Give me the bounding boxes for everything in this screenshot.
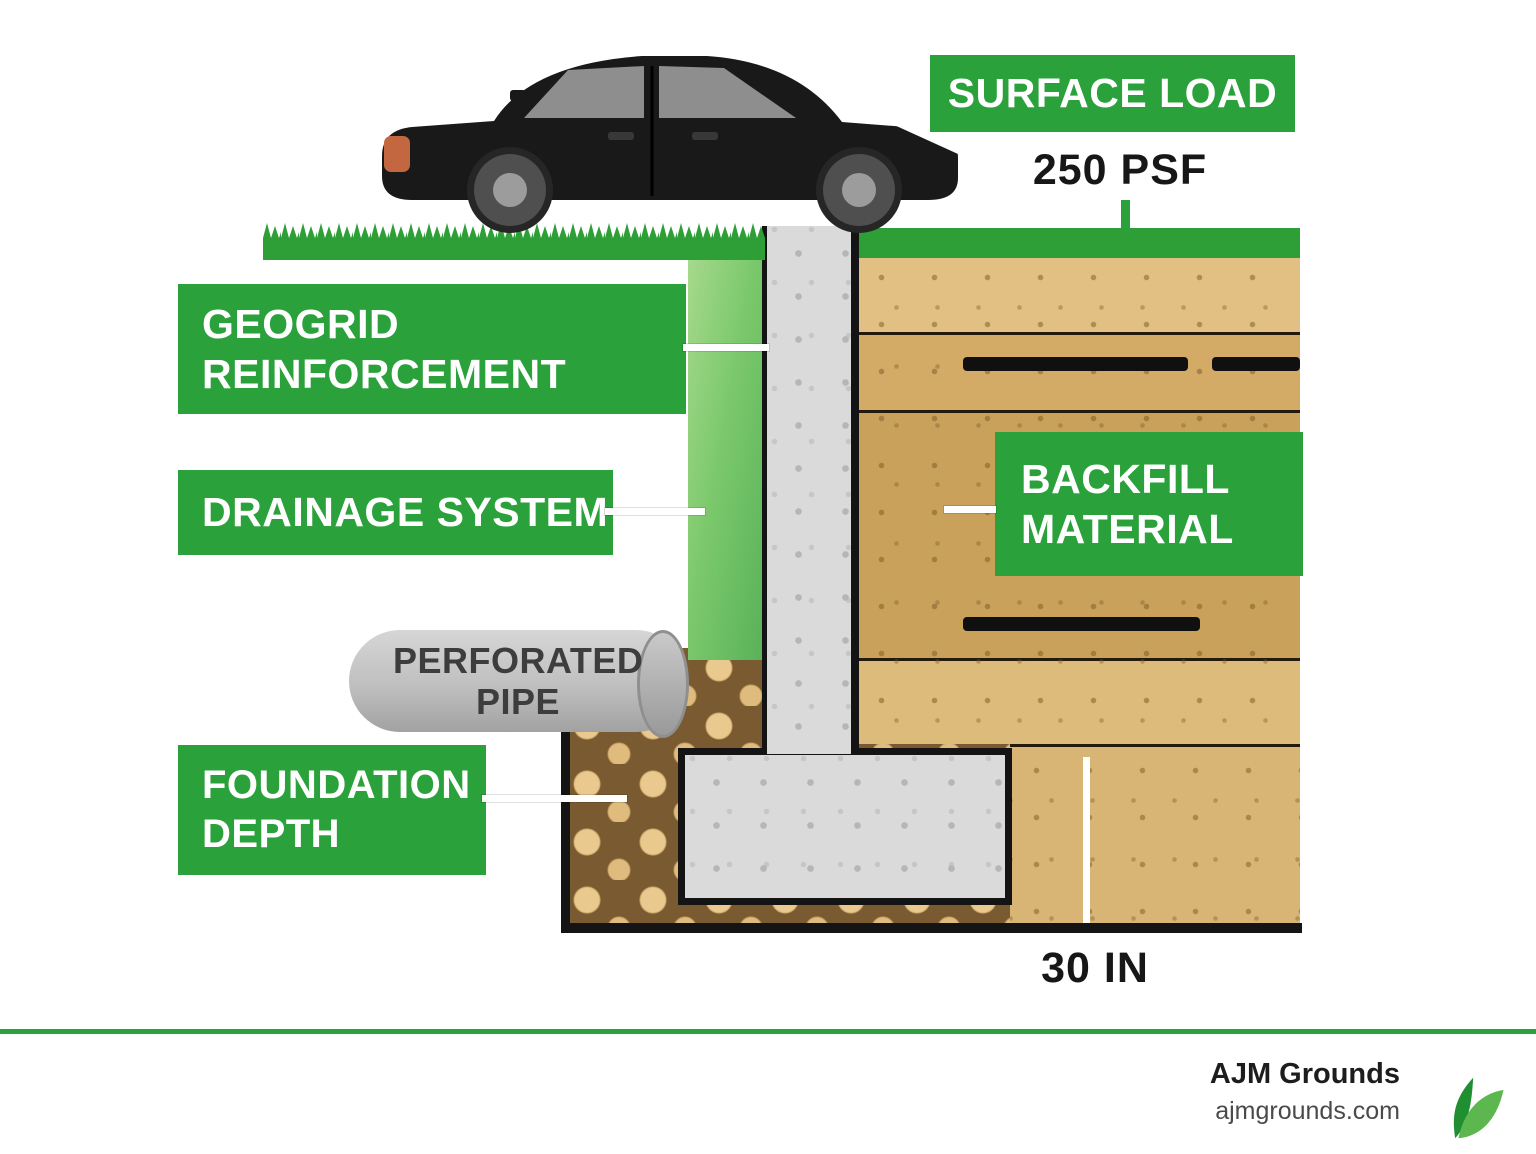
soil-band xyxy=(855,254,1300,332)
footer-divider xyxy=(0,1029,1536,1034)
perforated-pipe: PERFORATED PIPE xyxy=(349,630,689,738)
car-icon xyxy=(382,56,958,233)
foundation-depth-label: FOUNDATION DEPTH xyxy=(178,745,486,875)
geogrid-bar xyxy=(963,357,1188,371)
wall-footing xyxy=(678,748,1012,905)
retaining-wall-stem xyxy=(762,226,859,754)
geogrid-label: GEOGRID REINFORCEMENT xyxy=(178,284,686,414)
foundation-depth-pointer xyxy=(481,794,628,803)
drainage-label: DRAINAGE SYSTEM xyxy=(178,470,613,555)
brand-website: ajmgrounds.com xyxy=(1215,1097,1400,1125)
geogrid-bar xyxy=(963,617,1200,631)
footer-brand-block: AJM Grounds ajmgrounds.com xyxy=(1060,1058,1400,1126)
geogrid-text: GEOGRID REINFORCEMENT xyxy=(202,300,567,397)
soil-below-footing xyxy=(1010,744,1300,932)
depth-value: 30 IN xyxy=(1041,944,1149,992)
foundation-depth-text: FOUNDATION DEPTH xyxy=(202,763,471,856)
geogrid-bar xyxy=(1212,357,1300,371)
soil-band xyxy=(855,332,1300,410)
surface-load-label: SURFACE LOAD xyxy=(930,55,1295,132)
drainage-text: DRAINAGE SYSTEM xyxy=(202,489,609,536)
surface-load-pointer xyxy=(1121,200,1130,232)
soil-band xyxy=(855,658,1300,744)
backfill-label: BACKFILL MATERIAL xyxy=(995,432,1303,576)
drainage-gravel-zone xyxy=(688,238,765,660)
grass-right xyxy=(859,228,1300,258)
depth-measure-line xyxy=(1083,757,1090,927)
geogrid-pointer xyxy=(682,343,770,352)
leaf-logo-icon xyxy=(1453,1077,1504,1139)
surface-load-text: SURFACE LOAD xyxy=(947,70,1278,117)
section-bottom-outline xyxy=(561,923,1302,933)
backfill-text: BACKFILL MATERIAL xyxy=(1021,455,1234,552)
surface-load-value: 250 PSF xyxy=(1032,146,1208,194)
drainage-pointer xyxy=(604,507,706,516)
brand-name: AJM Grounds xyxy=(1209,1058,1400,1090)
backfill-pointer xyxy=(943,505,997,514)
pipe-text: PERFORATED PIPE xyxy=(393,639,644,722)
